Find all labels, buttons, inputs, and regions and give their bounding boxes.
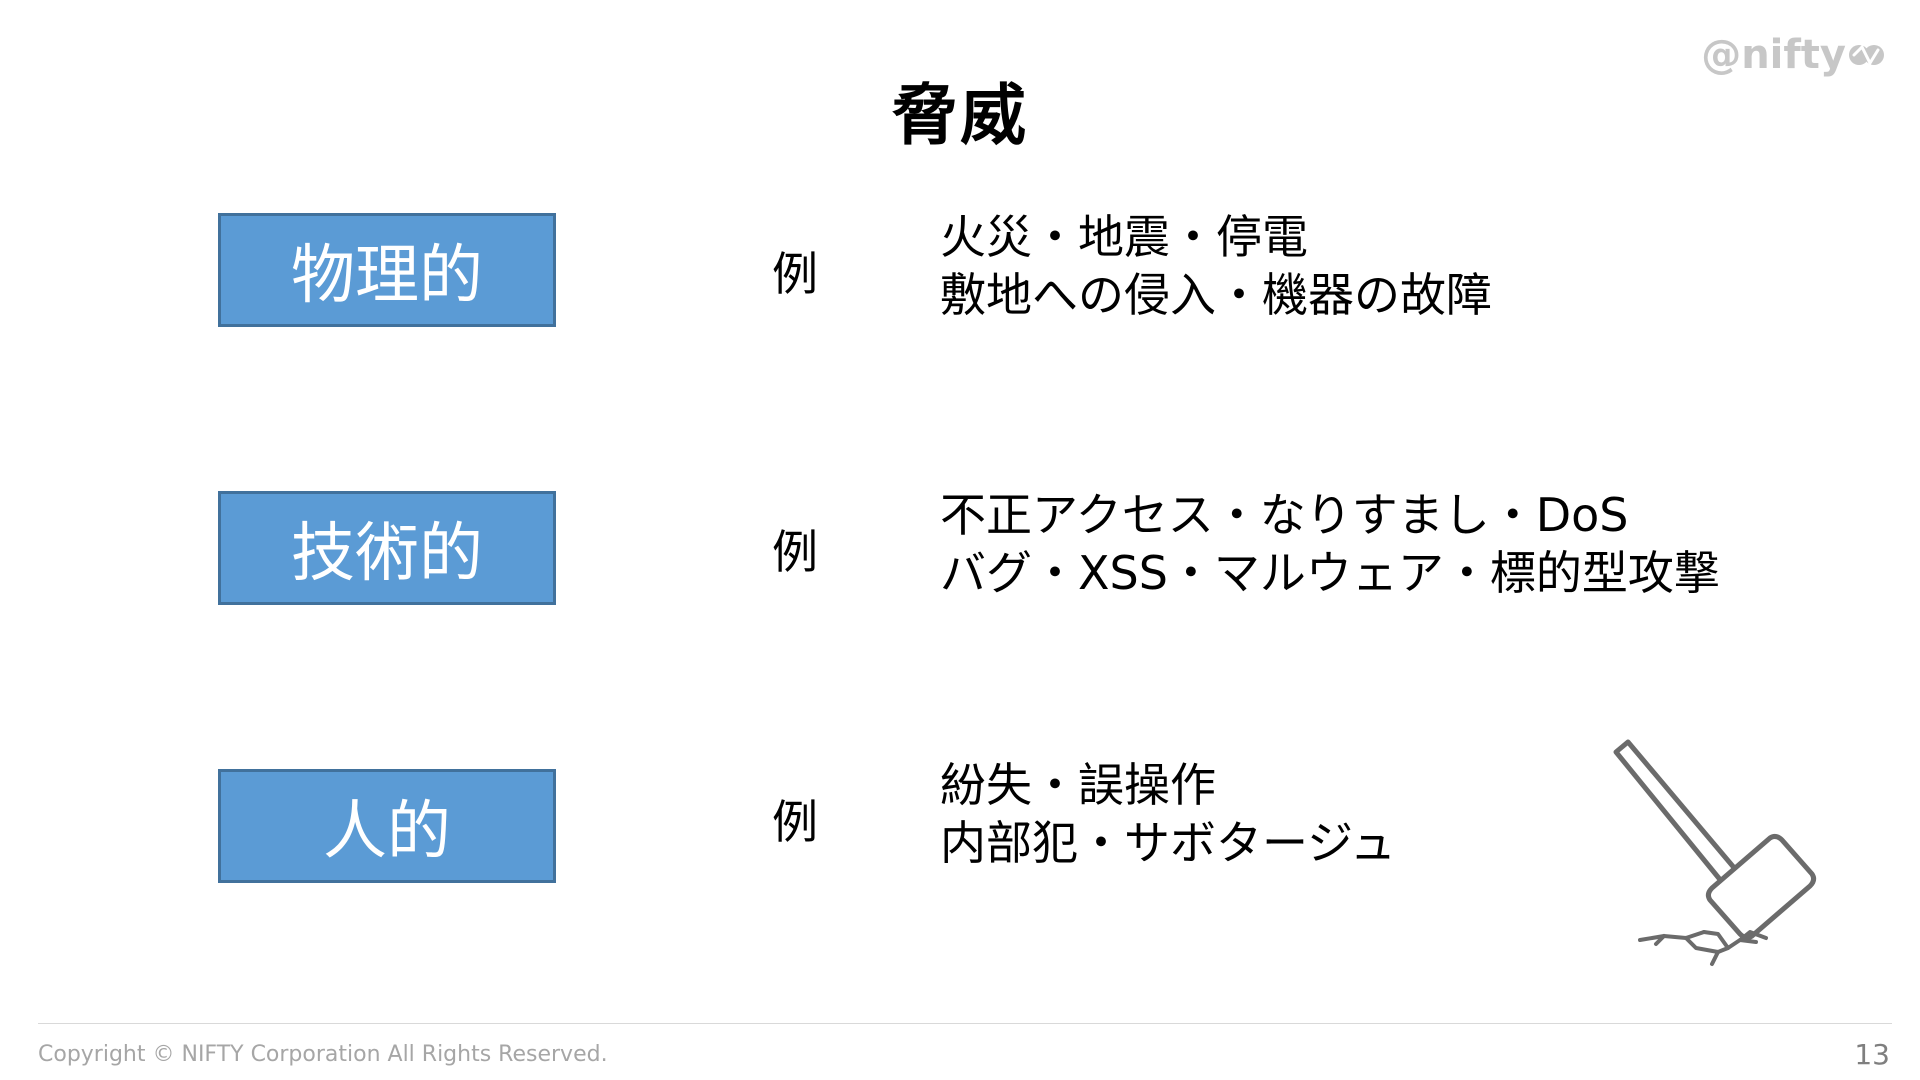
example-list-human: 紛失・誤操作 内部犯・サボタージュ [940, 756, 1396, 872]
category-box-human: 人的 [218, 769, 556, 883]
example-line: 火災・地震・停電 [940, 210, 1308, 264]
example-list-physical: 火災・地震・停電 敷地への侵入・機器の故障 [940, 208, 1492, 324]
slide-title: 脅威 [892, 77, 1028, 154]
footer-divider [38, 1023, 1892, 1024]
hammer-icon [1613, 739, 1817, 966]
example-label: 例 [772, 247, 818, 301]
copyright-text: Copyright © NIFTY Corporation All Rights… [38, 1042, 608, 1067]
example-line: 敷地への侵入・機器の故障 [940, 268, 1492, 322]
nifty-logo: @nifty [1701, 32, 1886, 78]
logo-text: @nifty [1701, 32, 1846, 78]
example-label: 例 [772, 525, 818, 579]
example-label: 例 [772, 795, 818, 849]
example-line: バグ・XSS・マルウェア・標的型攻撃 [940, 546, 1720, 600]
example-list-technical: 不正アクセス・なりすまし・DoS バグ・XSS・マルウェア・標的型攻撃 [940, 486, 1720, 602]
category-box-technical: 技術的 [218, 491, 556, 605]
page-number: 13 [1854, 1038, 1890, 1071]
example-line: 紛失・誤操作 [940, 758, 1216, 812]
nifty-logo-mark-icon [1849, 44, 1884, 67]
category-box-physical: 物理的 [218, 213, 556, 327]
example-line: 不正アクセス・なりすまし・DoS [940, 488, 1629, 542]
example-line: 内部犯・サボタージュ [940, 816, 1396, 870]
